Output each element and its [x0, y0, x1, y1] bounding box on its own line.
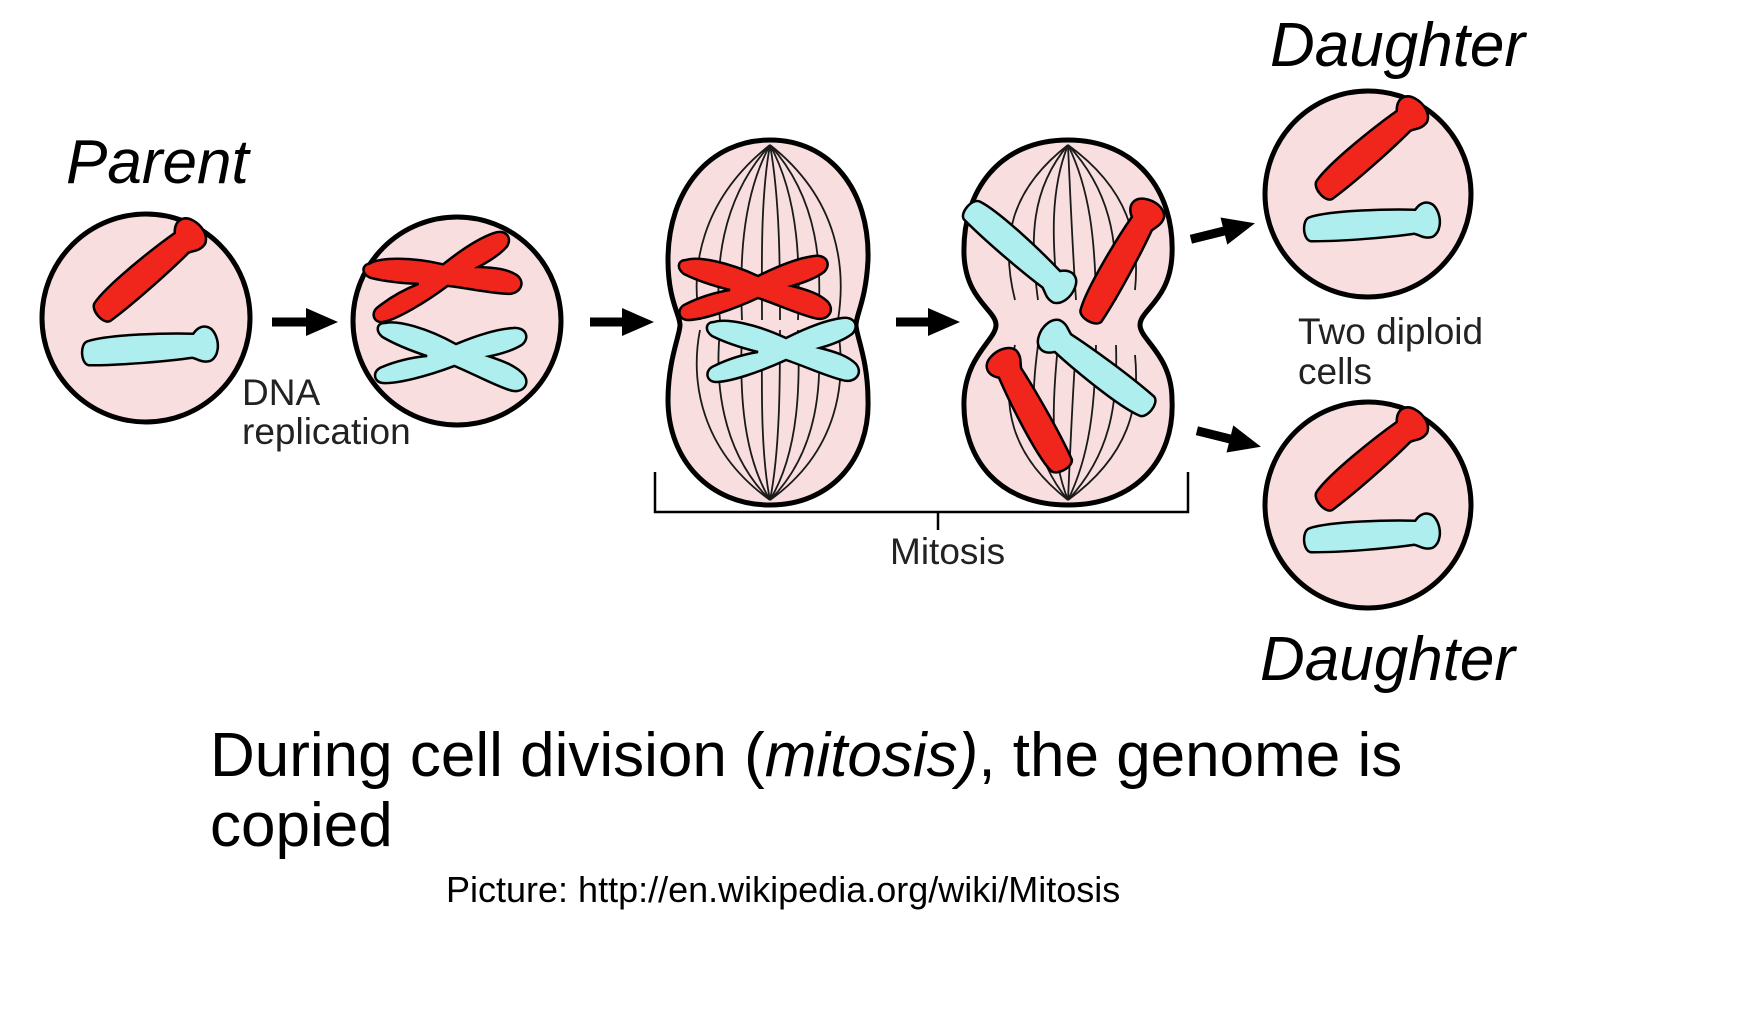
- daughter-cell-bottom: [1262, 399, 1474, 611]
- dna-replication-label-line1: DNA: [242, 372, 320, 413]
- daughter-cell-top: [1262, 88, 1474, 300]
- daughter-top-label: Daughter: [1270, 11, 1527, 80]
- arrow-2: [590, 308, 654, 336]
- two-diploid-label-line2: cells: [1298, 351, 1372, 392]
- dna-replication-label-line2: replication: [242, 411, 411, 452]
- replicated-cell: [350, 214, 564, 428]
- caption-part1: During cell division (: [210, 721, 765, 790]
- mitosis-bracket: [653, 472, 1190, 530]
- metaphase-cell: [665, 137, 871, 508]
- caption-italic: mitosis): [765, 721, 979, 790]
- arrow-3: [896, 308, 960, 336]
- arrow-4-up: [1189, 217, 1255, 245]
- arrow-1: [272, 308, 338, 336]
- caption-line1: During cell division (mitosis), the geno…: [210, 721, 1402, 790]
- anaphase-cell: [956, 137, 1175, 508]
- source-credit: Picture: http://en.wikipedia.org/wiki/Mi…: [446, 869, 1120, 910]
- arrow-5-down: [1195, 425, 1261, 453]
- parent-cell: [39, 211, 253, 425]
- daughter-bottom-label: Daughter: [1260, 625, 1517, 694]
- mitosis-label: Mitosis: [890, 531, 1005, 572]
- caption-part2: , the genome is: [978, 721, 1402, 790]
- caption-line2: copied: [210, 791, 393, 860]
- parent-label: Parent: [66, 128, 251, 197]
- two-diploid-label-line1: Two diploid: [1298, 311, 1483, 352]
